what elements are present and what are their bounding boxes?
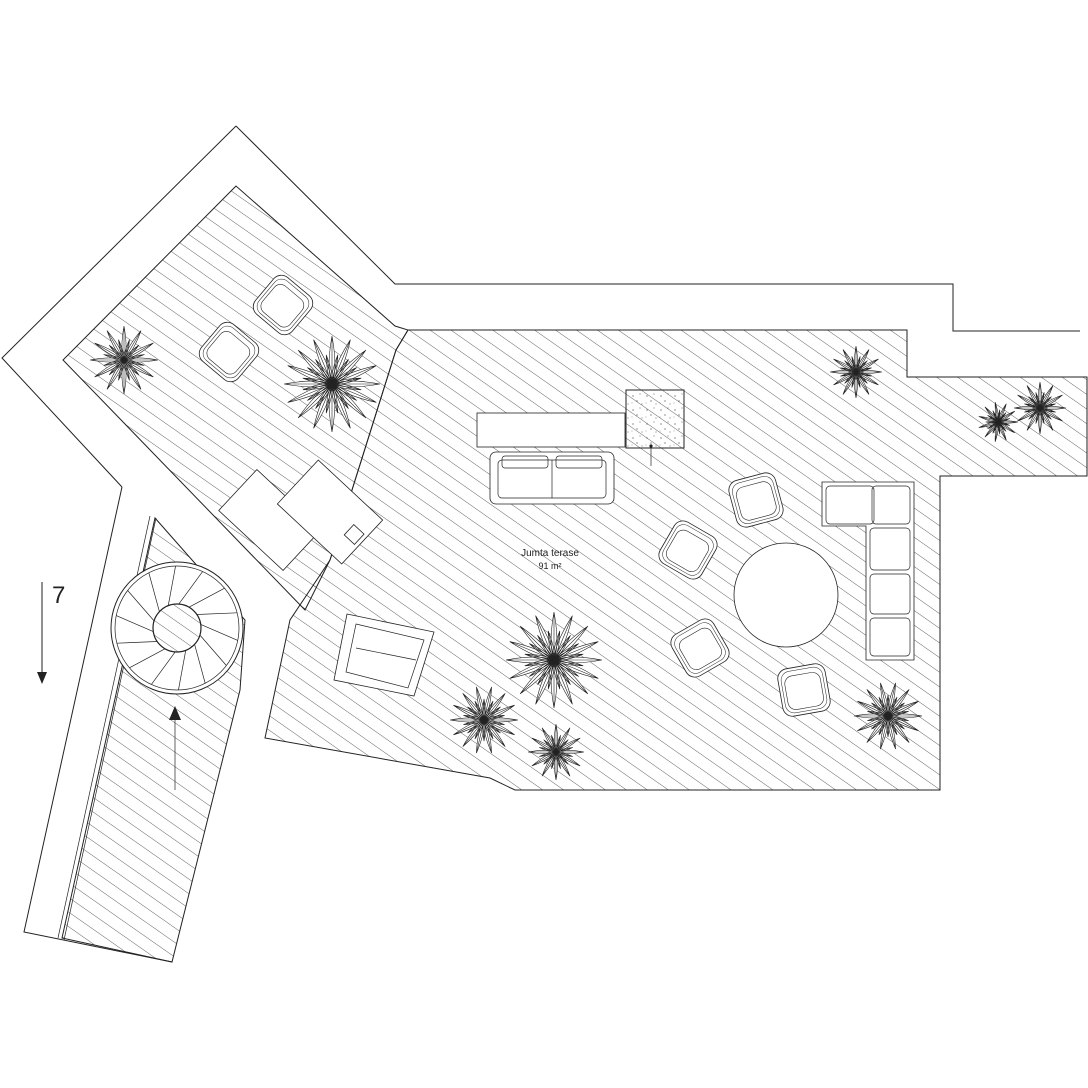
spiral-staircase — [110, 561, 244, 695]
stair-tread — [178, 650, 187, 691]
armchair — [658, 520, 718, 580]
stair-tread — [196, 612, 238, 615]
plant — [449, 686, 519, 754]
long-bench — [476, 412, 626, 448]
sectional-sofa — [821, 481, 915, 661]
stair-tread — [127, 590, 155, 622]
stair-direction-arrow — [169, 706, 181, 790]
skylight — [333, 613, 435, 697]
plant — [89, 325, 159, 395]
section-marker-label: 7 — [52, 582, 65, 609]
round-table — [733, 542, 839, 648]
armchair — [728, 472, 784, 528]
room-area: 91 m² — [538, 561, 561, 571]
stair-tread — [116, 615, 154, 632]
stair-tread — [116, 641, 158, 644]
armchairs — [198, 274, 831, 717]
sofa — [489, 451, 615, 505]
stair-tread — [178, 571, 203, 605]
stair-tread — [194, 644, 206, 684]
stair-tread — [151, 651, 176, 685]
stair-tread — [167, 565, 176, 606]
plant — [1013, 381, 1067, 435]
stair-tread — [148, 572, 160, 612]
fireplace-block — [625, 389, 685, 466]
room-name: Jumta terase — [521, 548, 579, 559]
sunbed-pair — [218, 459, 384, 572]
plant — [527, 723, 585, 781]
plant — [505, 611, 603, 709]
plants — [89, 325, 1067, 781]
stair-tread — [188, 587, 225, 608]
plant — [829, 345, 883, 399]
armchair — [777, 663, 831, 717]
stair-tread — [199, 634, 227, 666]
armchair — [252, 274, 314, 336]
section-marker: 7 — [37, 582, 65, 684]
room-label: Jumta terase 91 m² — [521, 548, 579, 571]
stair-tread — [200, 624, 238, 641]
plant — [978, 402, 1019, 442]
stair-tread — [129, 648, 166, 669]
plant — [853, 682, 923, 750]
plant — [283, 335, 381, 433]
armchair — [670, 618, 730, 678]
armchair — [198, 321, 260, 383]
